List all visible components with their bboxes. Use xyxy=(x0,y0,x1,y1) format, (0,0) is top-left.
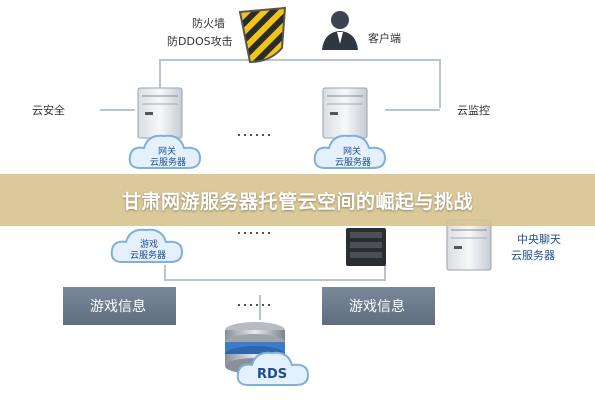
game-info-box-right: 游戏信息 xyxy=(322,287,435,325)
server-tower-icon xyxy=(446,219,492,271)
gateway-left-label-line1: 网关 xyxy=(158,145,176,157)
cloud-monitor-label: 云监控 xyxy=(457,103,490,117)
cloud-icon xyxy=(128,134,202,169)
game-info-box-left: 游戏信息 xyxy=(63,287,176,325)
cloud-icon xyxy=(110,228,184,263)
game-info-left-label: 游戏信息 xyxy=(90,298,146,315)
game-cloud-label-line1: 游戏 xyxy=(140,238,158,250)
game-cloud-label-line2: 云服务器 xyxy=(130,249,166,261)
server-tower-icon xyxy=(137,87,183,139)
firewall-shield-icon xyxy=(238,6,287,64)
client-label: 客户端 xyxy=(368,31,401,45)
banner-title: 甘肃网游服务器托管云空间的崛起与挑战 xyxy=(121,190,473,213)
cloud-icon xyxy=(313,134,387,169)
top-connector xyxy=(159,59,441,108)
lower-connector xyxy=(164,265,386,281)
cloud-security-label: 云安全 xyxy=(32,103,65,117)
title-banner: 甘肃网游服务器托管云空间的崛起与挑战 xyxy=(0,174,595,226)
gateway-right-label-line2: 云服务器 xyxy=(335,156,371,168)
gateway-right-label-line1: 网关 xyxy=(343,145,361,157)
firewall-label-line2: 防DDOS攻击 xyxy=(167,34,233,48)
server-tower-icon xyxy=(346,228,386,266)
chat-cloud-label-line1: 中央聊天 xyxy=(517,232,561,246)
cloud-icon xyxy=(236,351,310,386)
rds-label: RDS xyxy=(257,367,287,382)
game-info-right-label: 游戏信息 xyxy=(349,298,405,315)
chat-cloud-label-line2: 云服务器 xyxy=(511,249,555,262)
connection-lines xyxy=(100,59,441,320)
firewall-label-line1: 防火墙 xyxy=(192,16,225,30)
gateway-left-label-line2: 云服务器 xyxy=(150,156,186,168)
person-icon xyxy=(322,11,358,50)
server-tower-icon xyxy=(322,87,368,139)
